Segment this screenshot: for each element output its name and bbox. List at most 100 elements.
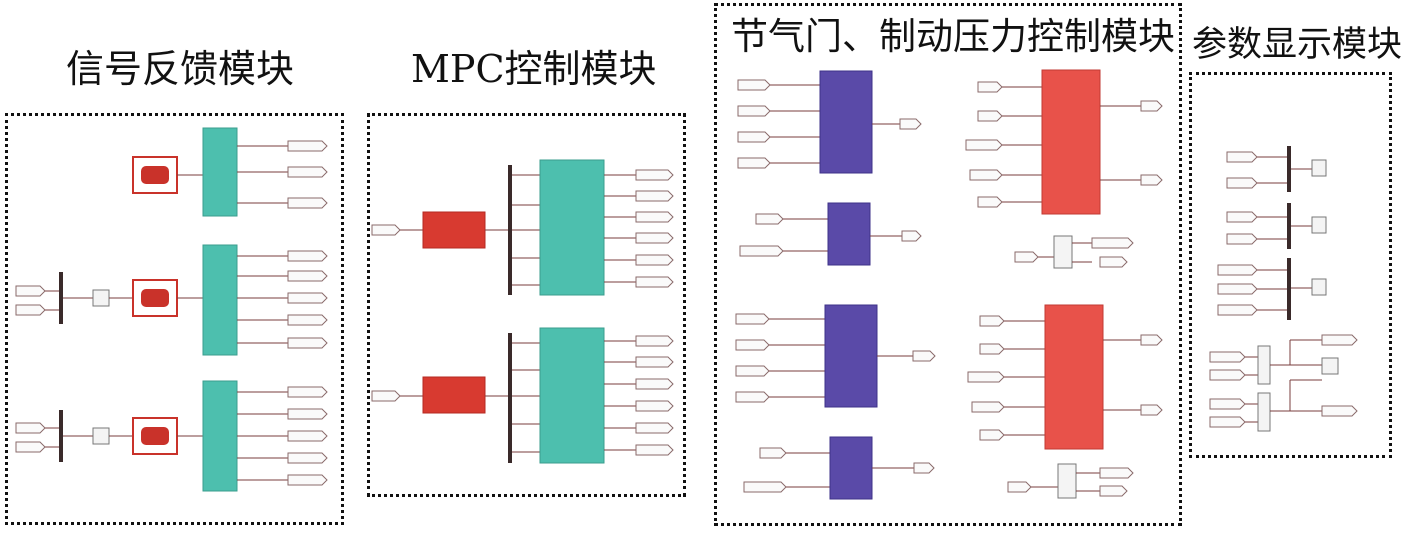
brake-pressure-controller-block[interactable] [1044,304,1104,450]
goto-tag[interactable] [287,474,328,486]
goto-tag[interactable] [635,190,674,202]
from-tag[interactable] [1209,351,1246,363]
from-tag[interactable] [739,245,784,257]
product-block[interactable] [1257,345,1271,385]
scope-block[interactable] [1311,278,1327,296]
goto-tag[interactable] [1140,334,1163,346]
mux-block[interactable] [59,410,63,462]
goto-tag[interactable] [899,118,922,130]
scope-block[interactable] [1311,216,1327,234]
from-tag[interactable] [1217,283,1258,295]
from-tag[interactable] [1226,211,1258,223]
from-tag[interactable] [967,371,1005,383]
mpc-bus-block[interactable] [539,327,605,464]
goto-tag[interactable] [635,378,674,390]
from-tag[interactable] [965,139,1003,151]
mux-block[interactable] [1287,203,1291,249]
goto-tag[interactable] [635,276,674,288]
from-tag[interactable] [1217,304,1258,316]
bus-selector-block[interactable] [202,244,238,356]
from-tag[interactable] [979,429,1005,441]
from-tag[interactable] [977,110,1003,122]
goto-tag[interactable] [635,422,674,434]
mux-block[interactable] [1287,146,1291,192]
from-tag[interactable] [971,401,1005,413]
mux-block[interactable] [508,165,512,295]
goto-tag[interactable] [635,211,674,223]
goto-tag[interactable] [287,452,328,464]
from-tag[interactable] [735,365,770,377]
from-tag[interactable] [735,339,770,351]
goto-tag[interactable] [635,232,674,244]
from-tag[interactable] [737,131,771,143]
from-tag[interactable] [1226,151,1258,163]
goto-tag[interactable] [287,430,328,442]
from-tag[interactable] [977,81,1003,93]
brake-pressure-controller-block[interactable] [1041,69,1101,215]
from-tag[interactable] [1209,369,1246,381]
goto-tag[interactable] [635,400,674,412]
gain-block[interactable] [92,427,110,445]
goto-tag[interactable] [901,230,922,242]
mux-block[interactable] [59,272,63,324]
mux-block[interactable] [1287,258,1291,320]
from-tag[interactable] [737,157,771,169]
from-tag[interactable] [15,441,46,453]
from-tag[interactable] [1209,416,1246,428]
bus-selector-block[interactable] [202,127,238,217]
from-tag[interactable] [1007,481,1032,493]
from-tag[interactable] [1226,177,1258,189]
from-tag[interactable] [755,213,784,225]
goto-tag[interactable] [287,408,328,420]
throttle-controller-block[interactable] [819,70,873,174]
gain-block[interactable] [92,289,110,307]
goto-tag[interactable] [1321,334,1358,346]
goto-tag[interactable] [635,254,674,266]
goto-tag[interactable] [913,462,935,474]
switch-block[interactable] [1057,463,1077,499]
goto-tag[interactable] [287,197,328,209]
mpc-controller-block[interactable] [422,376,486,414]
goto-tag[interactable] [287,292,328,304]
goto-tag[interactable] [1140,404,1163,416]
goto-tag[interactable] [287,166,328,178]
throttle-controller-block[interactable] [829,436,873,500]
goto-tag[interactable] [635,356,674,368]
goto-tag[interactable] [287,250,328,262]
throttle-controller-block[interactable] [824,304,878,408]
from-tag[interactable] [979,343,1005,355]
goto-tag[interactable] [287,314,328,326]
from-tag[interactable] [737,105,771,117]
goto-tag[interactable] [287,140,328,152]
from-tag[interactable] [15,285,46,297]
goto-tag[interactable] [635,335,674,347]
bus-selector-block[interactable] [202,380,238,492]
mpc-controller-block[interactable] [422,211,486,249]
from-tag[interactable] [737,79,771,91]
from-tag[interactable] [735,391,770,403]
goto-tag[interactable] [635,444,674,456]
mpc-bus-block[interactable] [539,159,605,296]
from-tag[interactable] [15,304,46,316]
from-tag[interactable] [735,313,770,325]
from-tag[interactable] [1014,251,1039,263]
goto-tag[interactable] [1140,174,1163,186]
from-tag[interactable] [969,169,1003,181]
scope-block[interactable] [1321,357,1339,375]
goto-tag[interactable] [287,270,328,282]
from-tag[interactable] [1099,485,1128,497]
goto-tag[interactable] [1140,100,1163,112]
from-tag[interactable] [15,422,46,434]
from-tag[interactable] [1099,467,1134,479]
from-tag[interactable] [371,224,401,236]
switch-block[interactable] [1053,235,1073,269]
from-tag[interactable] [1099,256,1128,268]
from-tag[interactable] [371,390,401,402]
goto-tag[interactable] [287,337,328,349]
goto-tag[interactable] [1321,405,1358,417]
from-tag[interactable] [1217,264,1258,276]
goto-tag[interactable] [287,386,328,398]
from-tag[interactable] [743,481,787,493]
goto-tag[interactable] [635,169,674,181]
goto-tag[interactable] [912,350,936,362]
